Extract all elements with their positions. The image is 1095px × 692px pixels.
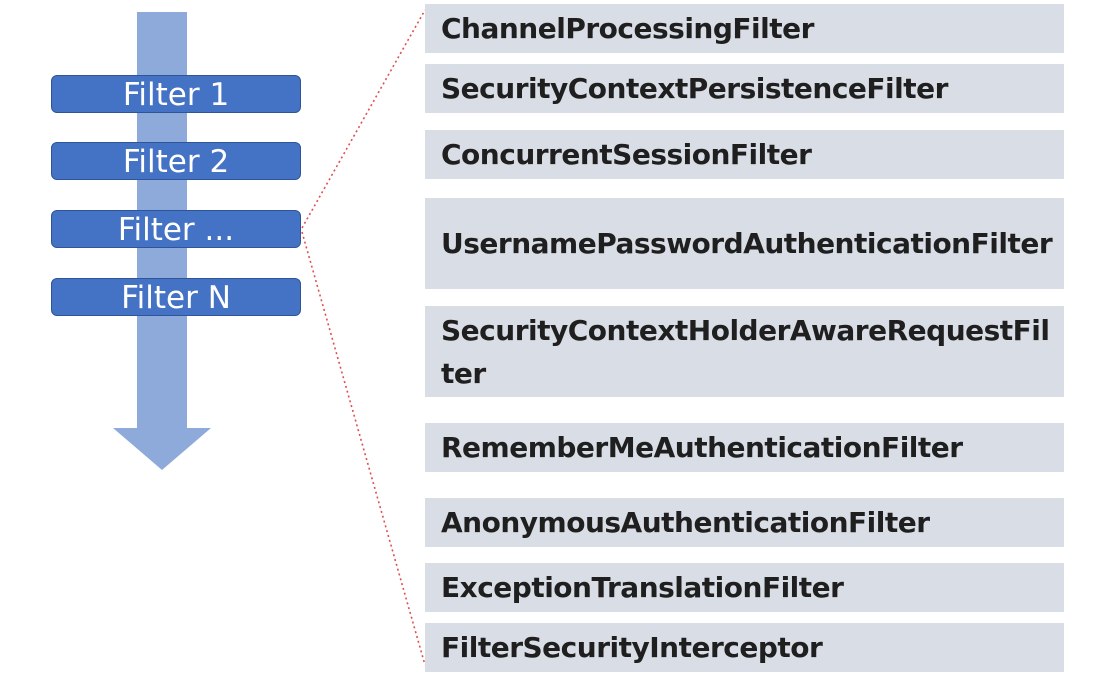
chain-item: FilterSecurityInterceptor bbox=[425, 623, 1064, 672]
filter-box-ellipsis: Filter ... bbox=[51, 210, 301, 248]
connector-line-top bbox=[301, 9, 426, 229]
chain-item: ChannelProcessingFilter bbox=[425, 4, 1064, 53]
connector-line-bottom bbox=[301, 231, 426, 666]
chain-item: AnonymousAuthenticationFilter bbox=[425, 498, 1064, 547]
chain-item: UsernamePasswordAuthenticationFilter bbox=[425, 198, 1064, 289]
chain-item-label: FilterSecurityInterceptor bbox=[441, 631, 823, 664]
filter-box-2: Filter 2 bbox=[51, 142, 301, 180]
filter-box-1: Filter 1 bbox=[51, 75, 301, 113]
chain-item-label: SecurityContextHolderAwareRequestFilter bbox=[441, 313, 1050, 390]
chain-item: ExceptionTranslationFilter bbox=[425, 563, 1064, 612]
chain-item: SecurityContextHolderAwareRequestFilter bbox=[425, 306, 1064, 397]
chain-item-label: UsernamePasswordAuthenticationFilter bbox=[441, 227, 1053, 260]
chain-item: RememberMeAuthenticationFilter bbox=[425, 423, 1064, 472]
chain-item-label: RememberMeAuthenticationFilter bbox=[441, 431, 963, 464]
chain-item-label: ExceptionTranslationFilter bbox=[441, 571, 844, 604]
flow-arrow-head bbox=[113, 428, 211, 470]
chain-item-label: SecurityContextPersistenceFilter bbox=[441, 72, 948, 105]
chain-item: SecurityContextPersistenceFilter bbox=[425, 64, 1064, 113]
chain-item-label: ChannelProcessingFilter bbox=[441, 12, 814, 45]
chain-item-label: AnonymousAuthenticationFilter bbox=[441, 506, 930, 539]
chain-item-label: ConcurrentSessionFilter bbox=[441, 138, 812, 171]
chain-item: ConcurrentSessionFilter bbox=[425, 130, 1064, 179]
filter-box-n: Filter N bbox=[51, 278, 301, 316]
